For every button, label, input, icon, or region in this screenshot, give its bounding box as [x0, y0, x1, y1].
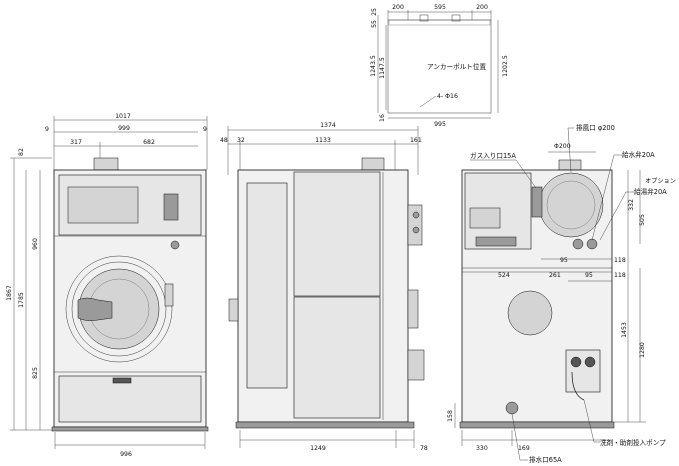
rear-pump-box [565, 349, 601, 393]
front-nameplate [112, 377, 132, 384]
label-exhaust: 排風口 φ200 [576, 123, 615, 132]
label-drain: 排水口65A [529, 455, 562, 464]
rear-pump-hose [571, 371, 585, 401]
dim-825: 825 [32, 367, 39, 379]
side-valve-1 [412, 211, 420, 219]
dim-1243-5: 1243.5 [370, 55, 377, 77]
rear-pump-2 [584, 356, 596, 368]
top-view: 200 595 200 25 55 1243.5 1147.5 1202.5 1… [370, 4, 509, 128]
dim-82: 82 [18, 148, 25, 156]
label-hot-water: 給湯弁20A [634, 187, 667, 196]
rear-gas-valve [531, 186, 543, 218]
dim-161: 161 [410, 137, 422, 144]
front-emergency-button [170, 240, 180, 250]
front-base [51, 426, 209, 432]
dim-595: 595 [434, 4, 446, 11]
front-door-hinge [164, 283, 174, 307]
rear-motor-cover [507, 290, 553, 336]
hole-label: 4- Φ16 [437, 93, 458, 100]
side-base [235, 421, 415, 429]
rear-water-valve-2 [586, 238, 598, 250]
dim-118-a: 118 [614, 257, 626, 264]
label-water-supply: 給水弁20A [622, 150, 655, 159]
dim-960: 960 [32, 238, 39, 250]
label-gas-inlet: ガス入り口15A [470, 151, 516, 160]
dim-1133: 1133 [315, 137, 331, 144]
dim-1147-5: 1147.5 [379, 57, 386, 79]
rear-exhaust-inner [546, 180, 596, 230]
rear-base [459, 421, 615, 429]
dim-1280: 1280 [639, 342, 646, 358]
dim-330: 330 [476, 445, 488, 452]
dim-158: 158 [447, 410, 454, 422]
dim-1249: 1249 [310, 445, 326, 452]
dim-524: 524 [498, 272, 510, 279]
rear-exhaust-collar [558, 159, 582, 171]
dim-phi-200: Φ200 [554, 143, 571, 150]
anchor-bolt-label: アンカーボルト位置 [427, 62, 486, 71]
dim-996: 996 [120, 451, 132, 458]
dim-95-b: 95 [585, 272, 593, 279]
rear-exhaust-duct [538, 172, 604, 238]
label-detergent-pump: 洗剤・助剤投入ポンプ [600, 438, 666, 447]
rear-view: 524 261 95 95 118 118 332 505 1453 1280 … [447, 123, 676, 464]
top-duct-left [419, 14, 429, 22]
side-valve-2 [412, 226, 420, 234]
dim-55: 55 [371, 20, 378, 28]
side-view: 1374 48 32 1133 161 1249 78 [220, 122, 428, 452]
dim-200-right: 200 [476, 4, 488, 11]
side-pump [407, 349, 425, 381]
dim-1867: 1867 [6, 285, 13, 301]
dim-505: 505 [639, 214, 646, 226]
rear-breakers [475, 236, 517, 247]
dim-999: 999 [118, 125, 130, 132]
dim-995: 995 [434, 121, 446, 128]
side-lower-panel [293, 296, 381, 419]
dim-9-right: 9 [203, 126, 207, 133]
rear-drain-outlet [505, 401, 519, 415]
dim-1202-5: 1202.5 [502, 55, 509, 77]
front-view: 1017 999 9 9 317 682 1867 1785 960 825 8… [6, 113, 209, 458]
dim-317: 317 [70, 139, 82, 146]
front-door-handle [77, 297, 113, 321]
side-rear-box [407, 289, 419, 329]
dim-1453: 1453 [621, 322, 628, 338]
front-door-ring [71, 261, 167, 357]
dim-9-left: 9 [45, 126, 49, 133]
dim-48: 48 [220, 137, 228, 144]
dim-32: 32 [237, 137, 245, 144]
dim-95-a: 95 [560, 257, 568, 264]
dim-332: 332 [628, 199, 635, 211]
side-top-duct [361, 157, 385, 171]
front-control-unit [163, 193, 179, 221]
front-display-window [67, 186, 139, 224]
label-option: オプション [645, 178, 676, 185]
dim-25: 25 [371, 8, 378, 16]
front-door-ring-outer [65, 255, 173, 363]
top-duct-right [451, 14, 461, 22]
dim-1374: 1374 [320, 122, 336, 129]
side-upper-panel [293, 171, 381, 297]
dim-1785: 1785 [18, 292, 25, 308]
top-view-lip [388, 19, 491, 26]
dim-1017: 1017 [115, 113, 131, 120]
rear-terminal-block [469, 207, 501, 229]
rear-pump-1 [570, 356, 582, 368]
dim-200-left: 200 [392, 4, 404, 11]
dim-261: 261 [549, 272, 561, 279]
front-top-duct [93, 157, 119, 171]
front-lower-panel [58, 375, 202, 423]
dim-118-b: 118 [614, 272, 626, 279]
dim-78: 78 [420, 445, 428, 452]
rear-water-valve-1 [572, 238, 584, 250]
side-valves [407, 204, 423, 246]
side-door-handle [228, 298, 239, 322]
dim-16: 16 [379, 114, 386, 122]
dim-169: 169 [518, 445, 530, 452]
dim-682: 682 [143, 139, 155, 146]
side-front-panel [246, 182, 288, 389]
